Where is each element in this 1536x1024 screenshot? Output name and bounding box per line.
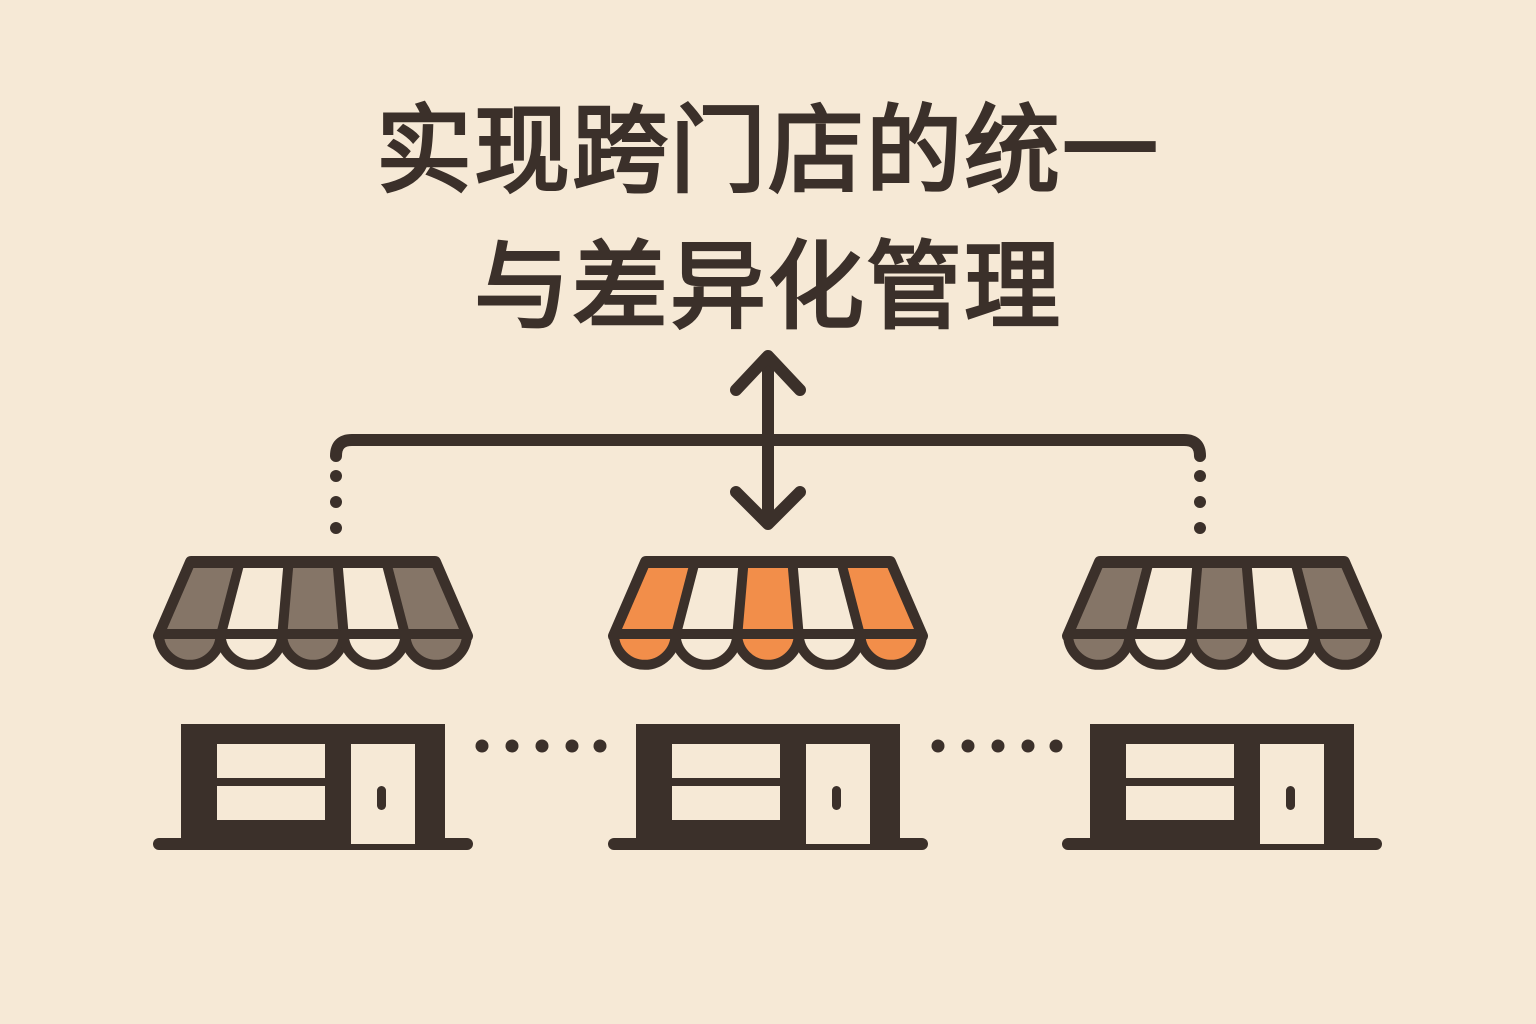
awning-stripe [1196, 568, 1248, 636]
awning-stripe [1251, 568, 1310, 636]
awning-stripe [1073, 568, 1143, 636]
awning-scallop [215, 629, 288, 670]
awning-stripe [680, 568, 739, 636]
awning-scallop [609, 629, 681, 670]
awning-scallop [154, 629, 226, 670]
title-line-1: 实现跨门店的统一 [376, 95, 1160, 207]
title-line-2: 与差异化管理 [474, 231, 1062, 343]
store-right [1062, 556, 1382, 844]
awning-stripe [392, 568, 462, 636]
awning-scallop [338, 629, 411, 670]
dotted-connector-right [1194, 470, 1206, 534]
awning-scallop [732, 629, 804, 670]
awning-stripe [797, 568, 856, 636]
awning-scallop [1124, 629, 1197, 670]
dotted-connector-left [330, 470, 342, 534]
store-center [608, 556, 928, 844]
awning-stripe [619, 568, 689, 636]
awning-scallop [1247, 629, 1320, 670]
awning-stripe [847, 568, 917, 636]
awning-scallop [793, 629, 866, 670]
awning-stripe [742, 568, 794, 636]
awning-stripe [164, 568, 234, 636]
awning-stripe [1134, 568, 1193, 636]
awning-scallop [277, 629, 349, 670]
awning-scallop [1063, 629, 1135, 670]
dotted-connector-center-right [931, 739, 1063, 753]
storefront-icon [608, 556, 928, 844]
connection-bracket [330, 434, 1206, 462]
awning-scallop [670, 629, 743, 670]
dotted-connector-left-center [475, 739, 607, 753]
awning-scallop [1309, 629, 1381, 670]
storefront-icon [153, 556, 473, 844]
awning-scallop [855, 629, 927, 670]
awning [608, 556, 928, 670]
awning [1062, 556, 1382, 670]
storefront-icon [1062, 556, 1382, 844]
awning [153, 556, 473, 670]
awning-scallop [1186, 629, 1258, 670]
store-left [153, 556, 473, 844]
awning-stripe [1301, 568, 1371, 636]
awning-stripe [225, 568, 284, 636]
awning-stripe [287, 568, 339, 636]
awning-scallop [400, 629, 472, 670]
arrow-head-down [730, 486, 806, 530]
awning-stripe [342, 568, 401, 636]
bracket-bar [330, 434, 1206, 462]
arrow-head-up [730, 350, 806, 396]
